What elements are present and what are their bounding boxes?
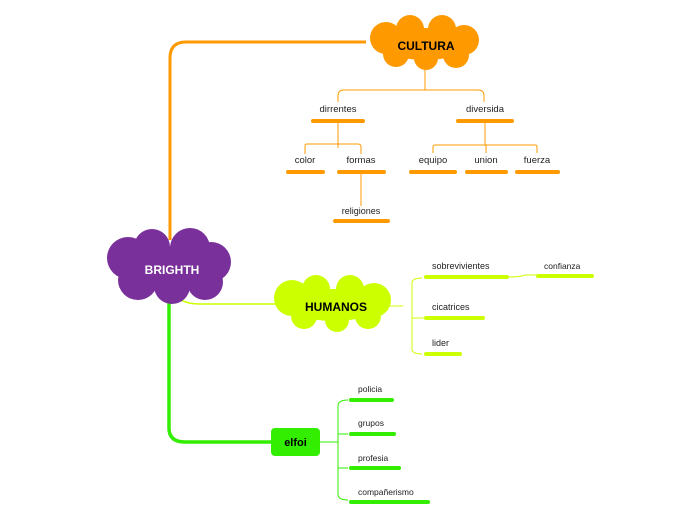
topic-label: religiones [342,206,381,216]
cultura-node[interactable]: CULTURA [370,15,479,70]
topic-underline [465,170,508,174]
topic-underline [424,275,509,279]
topic-label: grupos [358,418,384,428]
humanos-cloud-shape [274,275,391,332]
topic-fuerza[interactable]: fuerza [515,155,560,174]
central-cloud-shape [107,228,231,304]
topic-cicatrices[interactable]: cicatrices [424,302,485,320]
topic-grupos[interactable]: grupos [349,418,396,436]
topic-underline [409,170,457,174]
humanos-label: HUMANOS [305,300,367,314]
topic-underline [349,432,396,436]
topic-underline [349,500,430,504]
topic-label: fuerza [524,155,551,166]
topic-label: cicatrices [432,302,470,312]
topic-label: policia [358,384,382,394]
cultura-label: CULTURA [397,39,454,53]
topic-diversida[interactable]: diversida [456,104,514,123]
topic-underline [333,219,390,223]
topic-union[interactable]: union [465,155,508,174]
topic-underline [515,170,560,174]
topic-label: color [295,155,316,166]
topic-lider[interactable]: lider [424,338,462,356]
humanos-node[interactable]: HUMANOS [274,275,391,332]
topic-equipo[interactable]: equipo [409,155,457,174]
topic-sobrevivientes[interactable]: sobrevivientes [424,261,509,279]
connector-elfoi-items [320,399,349,501]
connector-sobrevivientes-confianza [507,274,538,278]
connector-cultura-groups [337,66,485,102]
topic-underline [456,119,514,123]
connector-elfoi [167,292,272,444]
topic-underline [536,274,594,278]
topic-label: formas [346,155,375,166]
topic-label: profesia [358,453,389,463]
connector-dirrentes-children [304,123,362,154]
topic-label: equipo [419,155,448,166]
topic-underline [337,170,386,174]
topic-label: sobrevivientes [432,261,490,271]
topic-religiones[interactable]: religiones [333,206,390,223]
topic-underline [286,170,325,174]
topic-color[interactable]: color [286,155,325,174]
topic-label: compañerismo [358,487,414,497]
topic-confianza[interactable]: confianza [536,261,594,278]
topic-underline [349,398,394,402]
topic-label: dirrentes [320,104,357,115]
topic-label: confianza [544,261,581,271]
topic-formas[interactable]: formas [337,155,386,174]
topic-profesia[interactable]: profesia [349,453,401,470]
topic-underline [424,352,462,356]
elfoi-box [271,428,320,456]
topic-policia[interactable]: policia [349,384,394,402]
cultura-cloud-shape [370,15,479,70]
topic-underline [311,119,365,123]
topic-underline [349,466,401,470]
elfoi-label: elfoi [284,437,307,449]
central-label: BRIGHTH [145,263,200,277]
topic-label: lider [432,338,449,348]
topic-label: union [474,155,497,166]
connector-diversida-children [432,123,538,153]
connector-cultura [168,40,366,240]
topic-underline [424,316,485,320]
elfoi-node[interactable]: elfoi [271,428,320,456]
central-node[interactable]: BRIGHTH [107,228,231,304]
topic-dirrentes[interactable]: dirrentes [311,104,365,123]
topic-companerismo[interactable]: compañerismo [349,487,430,504]
topic-label: diversida [466,104,505,115]
